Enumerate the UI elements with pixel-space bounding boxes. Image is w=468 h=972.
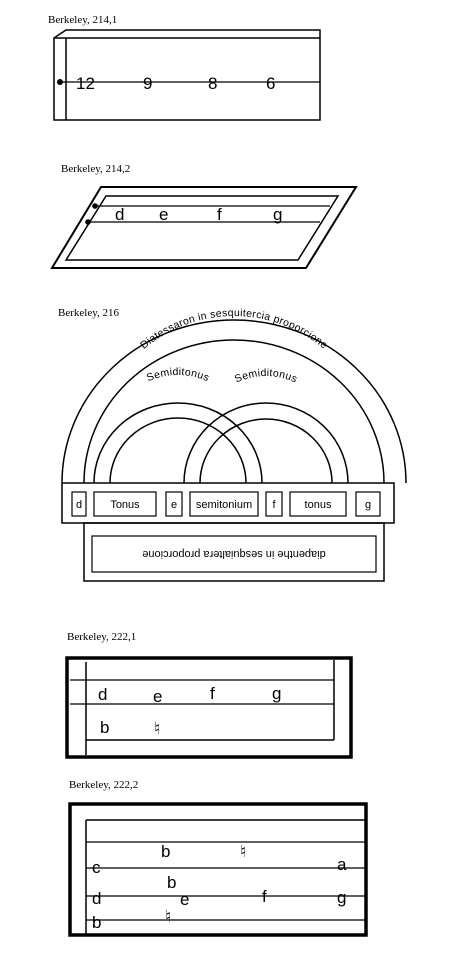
fig4-label-d: d bbox=[98, 685, 107, 704]
fig3-label-g: g bbox=[365, 499, 371, 511]
fig2-label-e: e bbox=[159, 205, 168, 224]
fig4-label-natural: ♮ bbox=[154, 719, 160, 738]
fig1-label-12: 12 bbox=[76, 74, 95, 93]
fig5-label-natural-bottom: ♮ bbox=[165, 907, 171, 926]
fig5-label-g: g bbox=[337, 888, 346, 907]
figure-216: Diatessaron in sesquitercia proporcione … bbox=[61, 307, 407, 582]
figure-222-2: b ♮ c a b d e f g b ♮ bbox=[68, 802, 368, 937]
caption-216: Berkeley, 216 bbox=[58, 307, 119, 319]
fig3-label-f: f bbox=[272, 499, 276, 511]
fig3-box-tonus bbox=[93, 491, 157, 517]
fig3-box-e bbox=[165, 491, 183, 517]
fig3-label-tonus-lower: tonus bbox=[305, 499, 332, 511]
fig5-label-b-top: b bbox=[161, 842, 170, 861]
fig2-label-d: d bbox=[115, 205, 124, 224]
fig1-label-8: 8 bbox=[208, 74, 217, 93]
fig4-label-f: f bbox=[210, 684, 215, 703]
fig3-box-g bbox=[355, 491, 381, 517]
fig2-label-g: g bbox=[273, 205, 282, 224]
fig5-label-d: d bbox=[92, 889, 101, 908]
fig3-right-arc-inner bbox=[199, 418, 333, 484]
fig4-label-g: g bbox=[272, 684, 281, 703]
figure-214-2: d e f g bbox=[50, 186, 358, 269]
fig3-left-arc-inner bbox=[109, 417, 247, 484]
fig2-outer bbox=[50, 186, 358, 269]
fig3-lower-inner bbox=[91, 535, 377, 573]
fig3-box-semitonium bbox=[189, 491, 259, 517]
fig2-label-f: f bbox=[217, 205, 222, 224]
fig3-label-tonus: Tonus bbox=[110, 499, 140, 511]
fig3-outer-arc bbox=[61, 319, 407, 484]
fig3-box-tonus-2 bbox=[289, 491, 347, 517]
fig1-dot bbox=[57, 79, 63, 85]
figure-222-1: d e f g b ♮ bbox=[65, 656, 353, 759]
fig2-inner bbox=[64, 195, 340, 261]
fig3-outer-arc-text: Diatessaron in sesquitercia proporcione bbox=[138, 307, 330, 352]
fig3-box-d bbox=[71, 491, 87, 517]
fig3-lower-panel bbox=[83, 522, 385, 582]
fig5-label-b-mid: b bbox=[167, 873, 176, 892]
caption-214-2: Berkeley, 214,2 bbox=[61, 163, 131, 175]
fig1-label-9: 9 bbox=[143, 74, 152, 93]
fig3-right-arc-text: Semiditonus bbox=[233, 367, 299, 386]
fig4-label-e: e bbox=[153, 687, 162, 706]
fig3-box-f bbox=[265, 491, 283, 517]
figure-214-1: 12 9 8 6 bbox=[53, 29, 321, 121]
caption-214-1: Berkeley, 214,1 bbox=[48, 14, 118, 26]
fig3-bottom-text: diapenthe in sesquialtera proporcione bbox=[142, 548, 325, 560]
fig4-frame bbox=[65, 656, 353, 759]
fig1-top-edge bbox=[53, 29, 321, 39]
fig3-right-arc-outer bbox=[183, 402, 349, 484]
fig4-label-b: b bbox=[100, 718, 109, 737]
caption-222-2: Berkeley, 222,2 bbox=[69, 779, 139, 791]
fig5-frame bbox=[68, 802, 368, 937]
fig2-dot-2 bbox=[85, 219, 91, 225]
caption-222-1: Berkeley, 222,1 bbox=[67, 631, 137, 643]
fig5-label-a: a bbox=[337, 855, 347, 874]
fig1-frame bbox=[53, 37, 321, 121]
fig3-outer-arc-inner bbox=[83, 339, 385, 484]
fig3-label-semitonium: semitonium bbox=[196, 499, 252, 511]
fig3-left-arc-outer bbox=[93, 402, 263, 484]
fig2-dot-1 bbox=[92, 203, 98, 209]
fig3-left-arc-text: Semiditonus bbox=[145, 366, 211, 384]
fig5-label-e: e bbox=[180, 890, 189, 909]
fig5-label-f: f bbox=[262, 887, 267, 906]
fig3-label-d: d bbox=[76, 499, 82, 511]
fig1-label-6: 6 bbox=[266, 74, 275, 93]
fig5-label-natural-top: ♮ bbox=[240, 842, 246, 861]
fig5-label-b-bottom: b bbox=[92, 913, 101, 932]
fig5-label-c: c bbox=[92, 858, 101, 877]
fig3-label-e: e bbox=[171, 499, 177, 511]
